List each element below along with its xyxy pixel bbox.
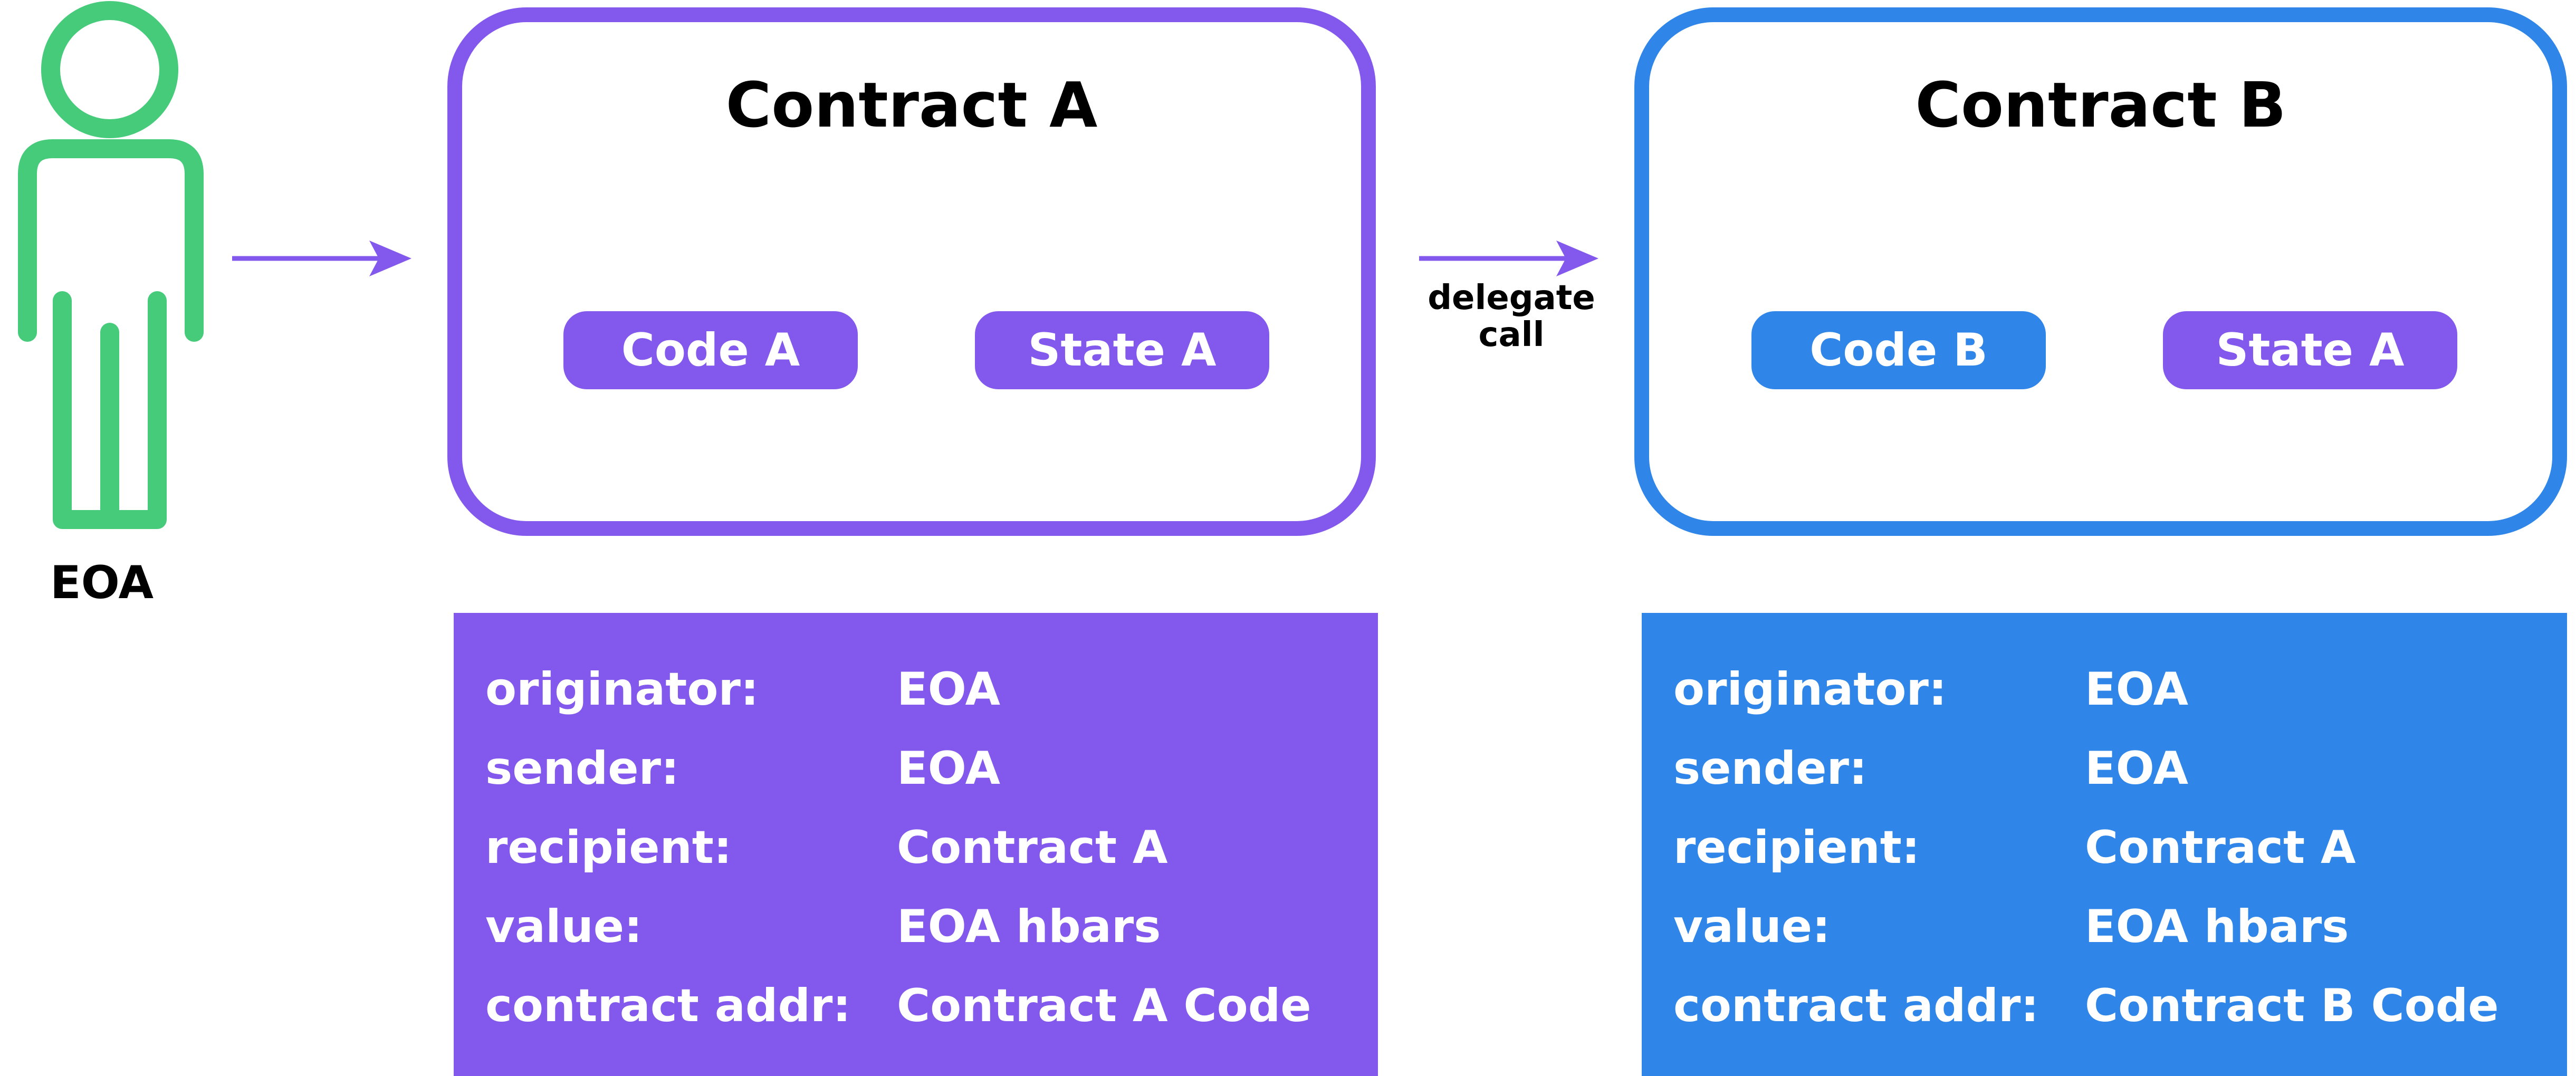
info-value: Contract A — [897, 821, 1168, 874]
info-value: EOA — [897, 663, 1001, 716]
info-row-sender: sender: EOA — [1642, 729, 2567, 808]
info-key: recipient: — [1673, 821, 1920, 874]
info-row-recipient: recipient: Contract A — [454, 808, 1378, 887]
contract-a-box — [447, 7, 1376, 536]
info-key: originator: — [1673, 663, 1947, 716]
call-arrow — [232, 241, 411, 276]
info-key: value: — [485, 900, 643, 953]
info-key: originator: — [485, 663, 759, 716]
info-value: Contract A Code — [897, 979, 1311, 1032]
delegate-call-label-line2: call — [1478, 315, 1545, 354]
contract-b-info-panel: originator: EOA sender: EOA recipient: C… — [1642, 613, 2567, 1076]
contract-b-box — [1634, 7, 2567, 536]
person-icon — [18, 1, 204, 529]
info-key: contract addr: — [485, 979, 851, 1032]
info-value: Contract A — [2085, 821, 2356, 874]
info-value: EOA hbars — [2085, 900, 2349, 953]
info-key: contract addr: — [1673, 979, 2039, 1032]
delegate-call-label-line1: delegate — [1428, 278, 1595, 318]
contract-a-title: Contract A — [725, 69, 1098, 141]
info-key: sender: — [1673, 742, 1868, 795]
info-key: value: — [1673, 900, 1831, 953]
info-row-value: value: EOA hbars — [454, 887, 1378, 966]
info-value: EOA hbars — [897, 900, 1161, 953]
info-row-contract-addr: contract addr: Contract A Code — [454, 966, 1378, 1045]
info-value: EOA — [2085, 663, 2189, 716]
contract-b-state-pill: State A — [2163, 311, 2457, 389]
info-row-originator: originator: EOA — [1642, 650, 2567, 729]
info-key: recipient: — [485, 821, 732, 874]
info-row-originator: originator: EOA — [454, 650, 1378, 729]
info-value: Contract B Code — [2085, 979, 2499, 1032]
contract-a-state-pill: State A — [975, 311, 1269, 389]
info-row-contract-addr: contract addr: Contract B Code — [1642, 966, 2567, 1045]
info-row-sender: sender: EOA — [454, 729, 1378, 808]
info-row-recipient: recipient: Contract A — [1642, 808, 2567, 887]
eoa-label: EOA — [50, 556, 154, 609]
contract-b-code-pill: Code B — [1751, 311, 2046, 389]
delegate-call-arrow — [1419, 241, 1598, 276]
contract-a-info-panel: originator: EOA sender: EOA recipient: C… — [454, 613, 1378, 1076]
info-key: sender: — [485, 742, 679, 795]
contract-a-code-pill: Code A — [563, 311, 858, 389]
info-row-value: value: EOA hbars — [1642, 887, 2567, 966]
contract-b-title: Contract B — [1915, 69, 2286, 141]
info-value: EOA — [2085, 742, 2189, 795]
info-value: EOA — [897, 742, 1001, 795]
